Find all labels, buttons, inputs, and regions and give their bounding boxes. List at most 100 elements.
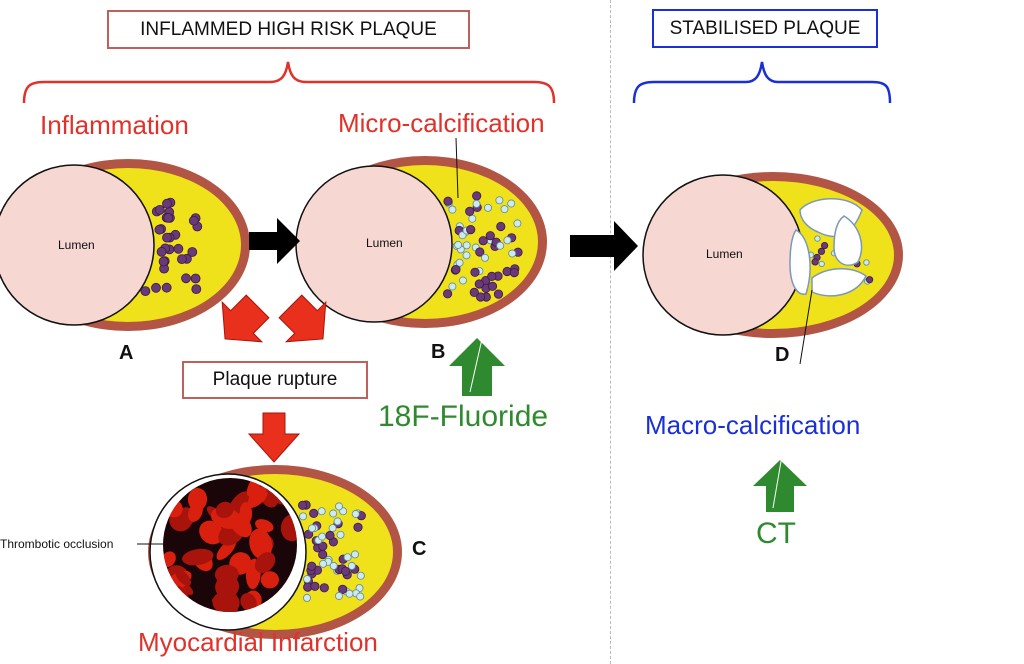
macrophage-particle: [478, 236, 488, 246]
macrophage-particle: [325, 530, 335, 541]
column-divider: [610, 0, 611, 664]
calcification-particle: [496, 241, 505, 250]
macrophage-particle: [820, 242, 829, 250]
calcification-particle: [500, 205, 509, 214]
red-cell: [215, 574, 240, 599]
red-cell: [254, 552, 276, 574]
calcification-particle: [818, 260, 825, 268]
macrophage-particle: [154, 224, 165, 235]
red-cell: [175, 569, 192, 586]
arrow-b-to-rupture: [278, 294, 327, 343]
calcification-particle: [329, 509, 338, 518]
macrophage-particle: [817, 247, 826, 255]
macrophage-particle: [188, 215, 199, 226]
macrophage-particle: [309, 508, 319, 519]
pointer-macro: [799, 289, 813, 365]
calcification-particle: [328, 524, 337, 533]
calcification-particle: [303, 575, 312, 584]
macrophage-particle: [493, 289, 504, 299]
macrophage-particle: [470, 267, 480, 277]
macrophage-particle: [318, 541, 328, 551]
red-cell: [239, 502, 253, 525]
macrophage-particle: [475, 247, 485, 257]
calcification-particle: [508, 249, 517, 258]
macrophage-particle: [161, 282, 172, 293]
calcification-particle: [356, 592, 365, 601]
red-cell: [187, 488, 208, 511]
plaque-rupture-box: Plaque rupture: [182, 361, 368, 399]
macrophage-particle: [310, 581, 320, 591]
macrophage-particle: [509, 267, 519, 278]
pet-arrow-pointer: [469, 329, 485, 393]
arrow-rupture-to-c: [247, 412, 301, 463]
calcification-particle: [351, 550, 359, 559]
red-cell: [280, 514, 297, 542]
macrophage-particle: [176, 254, 187, 265]
calcification-particle: [507, 199, 516, 208]
macrophage-particle: [496, 221, 506, 232]
macrophage-particle: [475, 292, 486, 302]
calcification-particle: [814, 235, 821, 242]
calcification-particle: [459, 276, 467, 285]
calcification-particle: [503, 236, 512, 245]
macrophage-particle: [811, 258, 819, 266]
ct-arrow-pointer: [772, 443, 785, 509]
label-myocardial-infarction: Myocardial Infarction: [138, 627, 378, 657]
pointer-micro: [455, 137, 459, 199]
calcification-particle: [472, 199, 481, 208]
brace-right: [632, 61, 892, 104]
macrophage-particle: [353, 522, 363, 532]
macrophage-particle: [307, 561, 317, 571]
calcification-particle: [462, 241, 471, 250]
red-cell: [260, 571, 279, 589]
macrophage-particle: [140, 286, 151, 297]
macrophage-particle: [162, 232, 172, 243]
label-plaque-rupture: Plaque rupture: [212, 369, 338, 390]
brace-left: [22, 61, 556, 104]
red-cell: [211, 595, 238, 607]
calcification-particle: [448, 205, 457, 214]
arrow-ct-imaging: [753, 460, 807, 512]
calcification-particle: [345, 589, 354, 598]
lumen-label-d: Lumen: [706, 247, 743, 261]
macrophage-particle: [469, 287, 479, 297]
red-cell: [182, 548, 214, 566]
label-18f-fluoride: 18F-Fluoride: [378, 400, 549, 433]
label-micro-calcification: Micro-calcification: [338, 108, 545, 138]
arrow-pet-imaging: [449, 338, 505, 396]
label-ct: CT: [756, 517, 796, 550]
heading-left-box: INFLAMMED HIGH RISK PLAQUE: [107, 10, 470, 49]
calcification-particle: [335, 592, 343, 600]
macrophage-particle: [487, 281, 498, 291]
label-thrombotic-occlusion: Thrombotic occlusion: [0, 537, 114, 551]
panel-letter-c: C: [412, 538, 427, 560]
calcification-particle: [513, 219, 522, 228]
calcification-particle: [317, 507, 326, 516]
panel-letter-d: D: [775, 344, 790, 366]
calcification-cluster-c: [297, 500, 366, 602]
red-cell: [215, 501, 234, 519]
calcification-particle: [356, 571, 365, 580]
arrow-b-to-d: [570, 221, 638, 271]
macrocalcification-plates: [789, 198, 867, 297]
heading-left: INFLAMMED HIGH RISK PLAQUE: [140, 18, 437, 40]
calcification-particle: [481, 253, 489, 262]
heading-right: STABILISED PLAQUE: [669, 17, 861, 39]
panel-c-vessel: [137, 465, 402, 639]
macrophage-particle: [340, 566, 351, 576]
macrophage-particle: [442, 289, 453, 299]
calcification-particle: [462, 251, 471, 260]
macrophage-particle: [154, 204, 165, 215]
macrophage-cluster-a: [140, 197, 203, 297]
macrophage-particle: [485, 231, 495, 241]
red-cell: [249, 528, 273, 560]
calcification-particle: [335, 502, 343, 511]
macrophage-particle: [319, 583, 329, 593]
macrophage-particle: [158, 256, 169, 267]
lumen-label-b: Lumen: [366, 236, 403, 250]
calcification-particle: [351, 510, 360, 518]
lumen-label-a: Lumen: [58, 238, 95, 252]
macrophage-particle: [187, 247, 198, 257]
